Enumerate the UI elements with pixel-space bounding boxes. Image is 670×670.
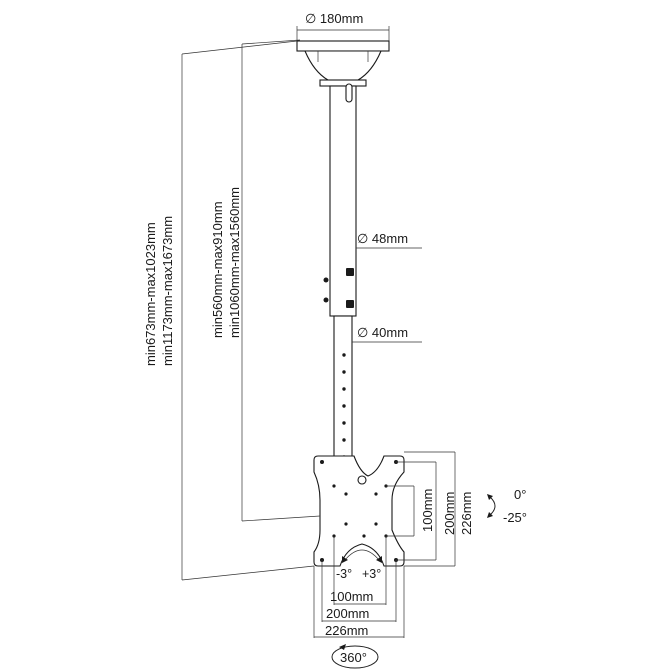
total-height-range-1: min673mm-max1023mm xyxy=(143,222,158,366)
vesa-height-100-label: 100mm xyxy=(420,489,435,532)
pole-length-range-1: min560mm-max910mm xyxy=(210,201,225,338)
swivel-indicator: -3° +3° xyxy=(336,549,382,581)
rotation-label: 360° xyxy=(340,650,367,665)
upper-tube-diameter-dimension: ∅ 48mm xyxy=(356,231,422,249)
lower-tube xyxy=(333,315,353,477)
swivel-left-label: -3° xyxy=(336,567,352,581)
pole-length-range-2: min1060mm-max1560mm xyxy=(227,187,242,338)
vesa-width-226-label: 226mm xyxy=(325,623,368,638)
vesa-height-dimensions: 100mm 200mm 226mm xyxy=(386,451,474,567)
tilt-down-label: -25° xyxy=(503,510,527,525)
ceiling-flange xyxy=(296,40,390,87)
vesa-plate xyxy=(313,455,405,567)
flange-diameter-dimension: ∅ 180mm xyxy=(296,11,390,41)
vesa-height-226-label: 226mm xyxy=(459,492,474,535)
vesa-height-200-label: 200mm xyxy=(442,492,457,535)
rotation-indicator: 360° xyxy=(331,644,379,669)
total-height-range-2: min1173mm-max1673mm xyxy=(160,216,175,366)
upper-tube-diameter-label: ∅ 48mm xyxy=(357,231,408,246)
tilt-indicator: 0° -25° xyxy=(487,487,527,525)
vesa-width-dimensions: 100mm 200mm 226mm xyxy=(313,536,405,638)
total-height-dimension: min673mm-max1023mm min1173mm-max1673mm xyxy=(143,40,315,581)
pole-length-dimension: min560mm-max910mm min1060mm-max1560mm xyxy=(210,39,321,522)
swivel-right-label: +3° xyxy=(362,567,381,581)
upper-tube xyxy=(323,83,357,317)
vesa-width-100-label: 100mm xyxy=(330,589,373,604)
vesa-width-200-label: 200mm xyxy=(326,606,369,621)
lower-tube-diameter-dimension: ∅ 40mm xyxy=(352,325,422,343)
lower-tube-diameter-label: ∅ 40mm xyxy=(357,325,408,340)
flange-diameter-label: ∅ 180mm xyxy=(305,11,363,26)
tilt-up-label: 0° xyxy=(514,487,526,502)
